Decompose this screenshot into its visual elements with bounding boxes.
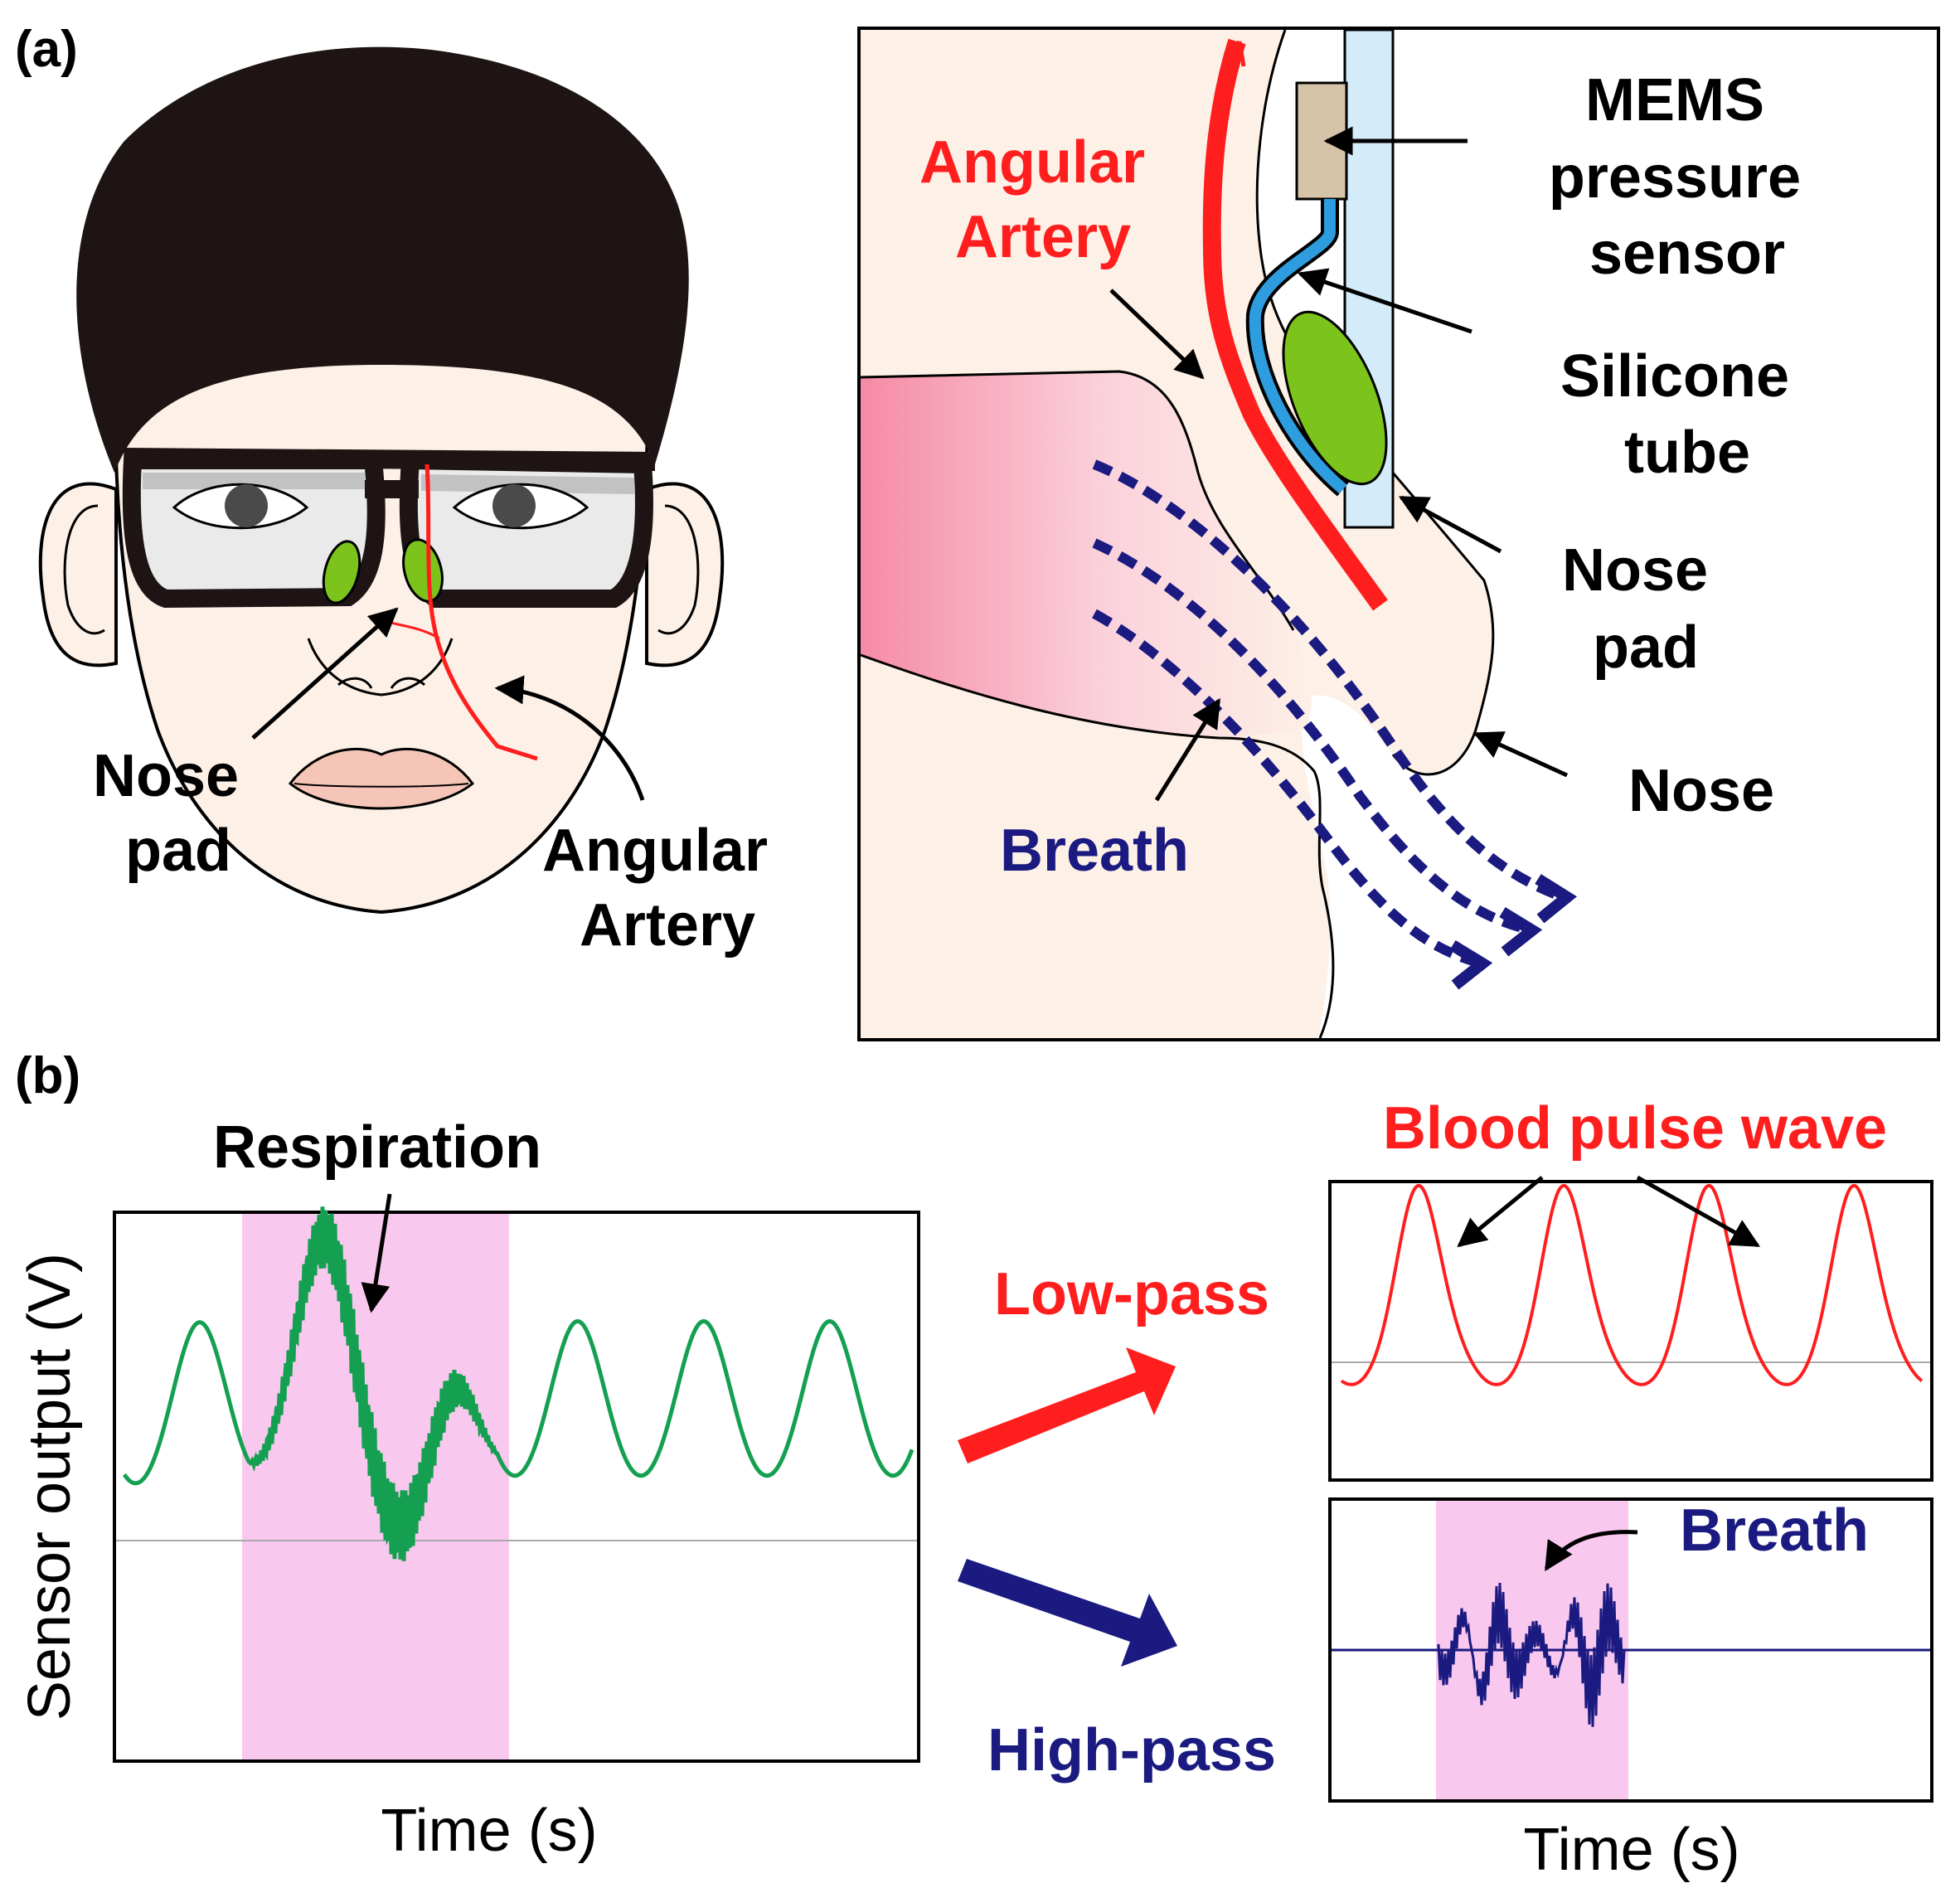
face-artery-label-2: Artery — [580, 892, 755, 959]
silicone-label-2: tube — [1624, 420, 1750, 486]
left-ear — [38, 482, 118, 667]
cross-artery-label-1: Angular — [919, 129, 1145, 196]
arrow-silicone — [1297, 268, 1472, 334]
blood-pulse-wave-label: Blood pulse wave — [1383, 1095, 1887, 1162]
nose — [307, 638, 454, 696]
low-pass-label: Low-pass — [994, 1261, 1269, 1327]
right-lens — [399, 450, 653, 608]
breath-label: Breath — [1000, 818, 1189, 884]
arrow-angular-artery — [494, 675, 645, 801]
cross-artery-label-2: Artery — [955, 204, 1131, 270]
arrow-cross-artery — [1109, 289, 1205, 380]
arrow-respiration — [361, 1193, 392, 1313]
arrow-breath — [1154, 698, 1221, 802]
silicone-label-1: Silicone — [1560, 343, 1789, 410]
x-axis-label: Time (s) — [381, 1798, 597, 1864]
breath-plot-label: Breath — [1680, 1497, 1869, 1564]
x-axis-label-right: Time (s) — [1523, 1817, 1739, 1883]
arrow-breath-plot — [1544, 1530, 1638, 1571]
eyes — [172, 483, 589, 530]
cross-artery-icon — [1202, 38, 1388, 611]
right-ear — [645, 482, 725, 667]
right-ear-inner — [657, 504, 700, 635]
arrow-pulse-2 — [1636, 1175, 1761, 1248]
face-nose-pad-label-1: Nose — [93, 743, 239, 809]
face-artery-label-1: Angular — [542, 818, 768, 884]
raw-signal-plot — [113, 1206, 920, 1763]
low-pass-arrow-icon — [958, 1347, 1176, 1463]
arrow-pulse-1 — [1457, 1176, 1544, 1248]
left-ear-inner — [63, 504, 105, 635]
cross-nose-pad-label-1: Nose — [1562, 537, 1708, 604]
respiration-label: Respiration — [213, 1114, 541, 1181]
arrow-nose — [1472, 731, 1569, 778]
cross-nose-pad-label-2: pad — [1593, 614, 1699, 681]
angular-artery-icon — [425, 464, 538, 761]
hair — [76, 46, 689, 473]
face-nose-pad-label-2: pad — [125, 818, 231, 884]
mems-label-2: pressure — [1549, 144, 1801, 211]
pulse-wave-trace — [1340, 1183, 1924, 1386]
y-axis-label: Sensor output (V) — [17, 1253, 83, 1721]
arrow-nose-pad — [251, 607, 399, 740]
raw-signal-trace — [122, 1206, 915, 1561]
breath-trace — [1437, 1583, 1626, 1727]
nose-pad-icon — [1282, 310, 1388, 486]
breath-plot — [1328, 1497, 1933, 1803]
cross-section-illustration — [857, 27, 1940, 1041]
mems-label-1: MEMS — [1585, 67, 1764, 133]
mems-label-3: sensor — [1589, 221, 1785, 287]
nose-pad-left-icon — [322, 540, 361, 604]
mouth — [288, 748, 475, 810]
arrow-nose-pad-cross — [1398, 495, 1502, 554]
high-pass-label: High-pass — [987, 1717, 1276, 1784]
face-illustration — [38, 46, 725, 915]
high-pass-arrow-icon — [958, 1559, 1177, 1667]
nose-label: Nose — [1628, 758, 1774, 824]
panel-b-label: (b) — [15, 1047, 80, 1104]
panel-a-label: (a) — [15, 21, 78, 78]
pulse-wave-plot — [1328, 1180, 1933, 1482]
mouth-cavity — [861, 371, 1312, 738]
